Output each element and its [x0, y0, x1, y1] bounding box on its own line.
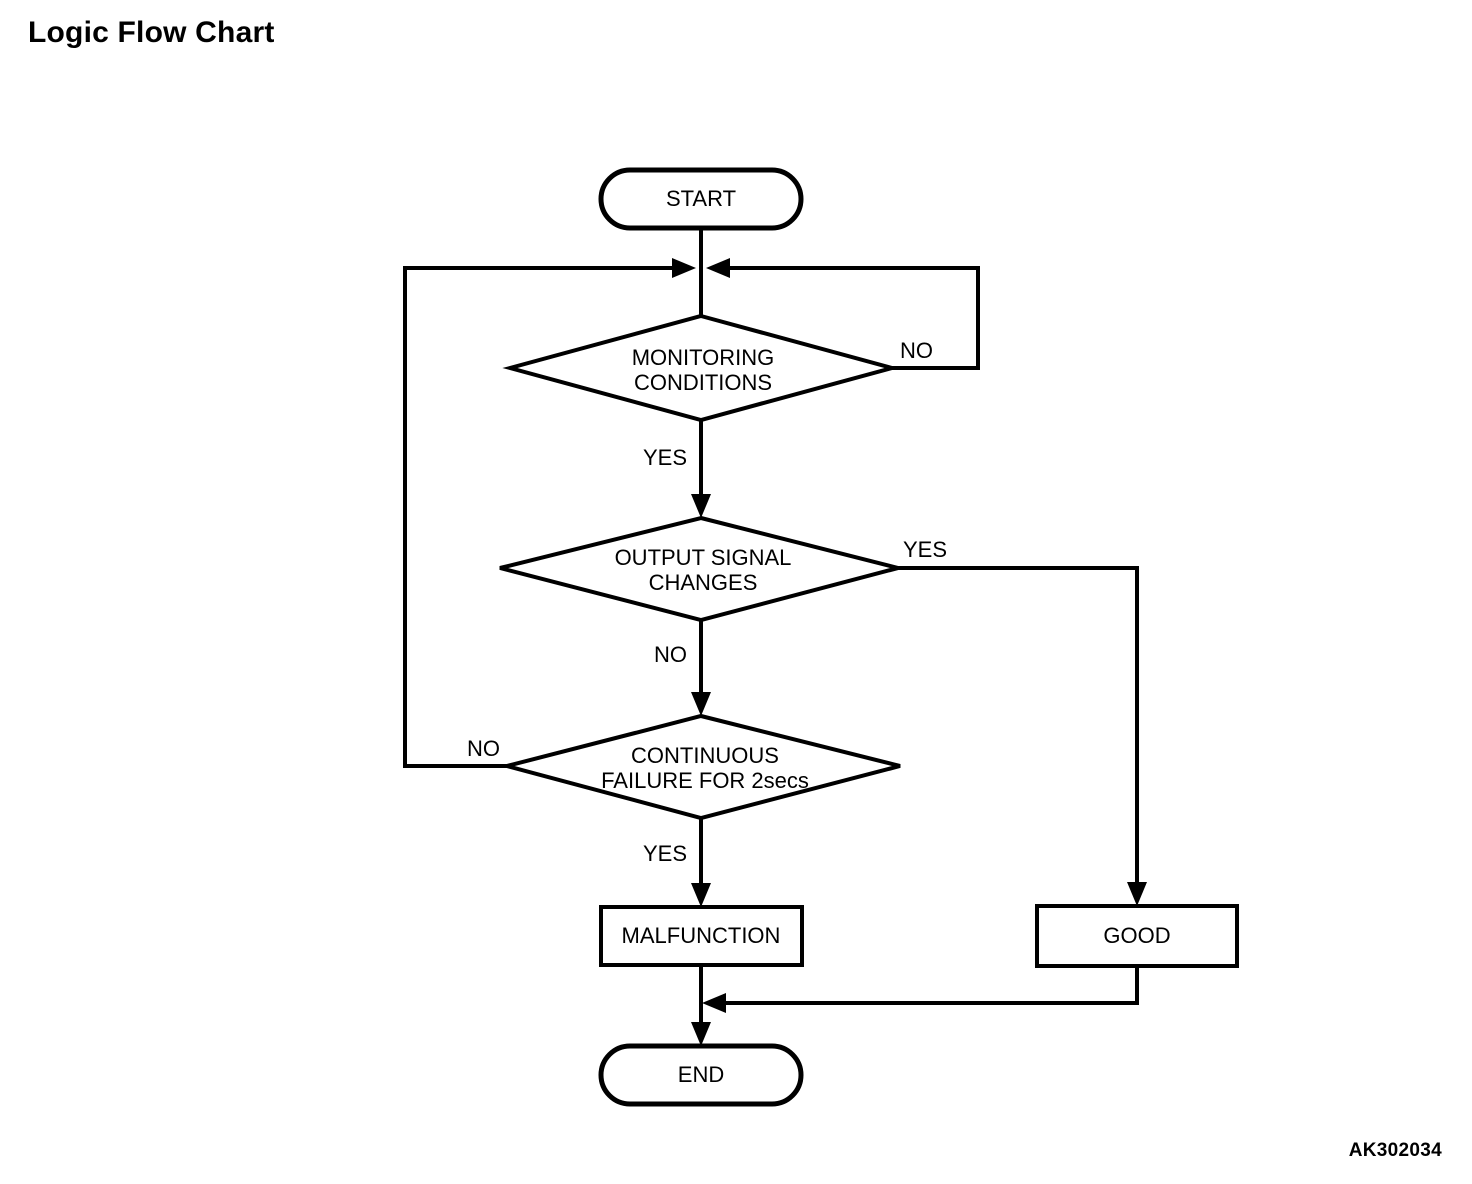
edge-label-output-yes: YES: [903, 537, 947, 562]
edge-line: [898, 566, 1139, 890]
node-monitoring-conditions[interactable]: MONITORING CONDITIONS: [502, 313, 900, 423]
edge-line: [718, 966, 1139, 1005]
node-output-label-line2: CHANGES: [649, 570, 758, 595]
node-monitoring-label-line2: CONDITIONS: [634, 370, 772, 395]
node-monitoring-label-line1: MONITORING: [632, 345, 775, 370]
edge-good-to-end: [702, 966, 1139, 1013]
node-malfunction[interactable]: MALFUNCTION: [599, 905, 804, 967]
arrow-left-icon: [702, 993, 726, 1013]
edge-monitoring-yes-to-output: [691, 420, 711, 518]
node-end-label: END: [678, 1062, 724, 1087]
arrow-down-icon: [691, 883, 711, 907]
decision-shape: [499, 515, 906, 623]
figure-code-label: AK302034: [1348, 1140, 1442, 1161]
edge-output-no-to-failure: [691, 620, 711, 716]
edge-label-output-no: NO: [654, 642, 687, 667]
node-output-label-line1: OUTPUT SIGNAL: [615, 545, 792, 570]
node-good-label: GOOD: [1103, 923, 1170, 948]
edge-line: [722, 266, 980, 370]
edge-failure-no-loopback: [403, 258, 696, 768]
node-start[interactable]: START: [598, 167, 804, 231]
node-end[interactable]: END: [598, 1043, 804, 1107]
arrow-down-icon: [691, 494, 711, 518]
page-title: Logic Flow Chart: [28, 16, 275, 49]
terminator-shape: [598, 167, 804, 231]
arrow-down-icon: [691, 1022, 711, 1046]
process-shape: [1035, 904, 1239, 968]
node-malfunction-label: MALFUNCTION: [622, 923, 781, 948]
edge-label-monitoring-yes: YES: [643, 445, 687, 470]
terminator-shape: [598, 1043, 804, 1107]
edge-line: [403, 266, 680, 768]
arrow-down-icon: [1127, 882, 1147, 906]
node-continuous-failure[interactable]: CONTINUOUS FAILURE FOR 2secs: [499, 713, 901, 821]
edge-output-yes-to-good: [898, 566, 1147, 906]
node-good[interactable]: GOOD: [1035, 904, 1239, 968]
node-output-signal-changes[interactable]: OUTPUT SIGNAL CHANGES: [499, 515, 906, 623]
edge-label-failure-yes: YES: [643, 841, 687, 866]
edge-monitoring-no-loopback: [706, 258, 980, 370]
edge-label-monitoring-no: NO: [900, 338, 933, 363]
node-failure-label-line2: FAILURE FOR 2secs: [601, 768, 809, 793]
arrow-left-icon: [706, 258, 730, 278]
edge-failure-yes-to-malfunction: [691, 818, 711, 907]
node-failure-label-line1: CONTINUOUS: [631, 743, 779, 768]
decision-shape: [499, 713, 901, 821]
arrow-down-icon: [691, 692, 711, 716]
decision-shape: [502, 313, 900, 423]
process-shape: [599, 905, 804, 967]
edge-label-failure-no: NO: [467, 736, 500, 761]
node-start-label: START: [666, 186, 736, 211]
arrow-right-icon: [672, 258, 696, 278]
edge-malfunction-to-end: [691, 965, 711, 1046]
